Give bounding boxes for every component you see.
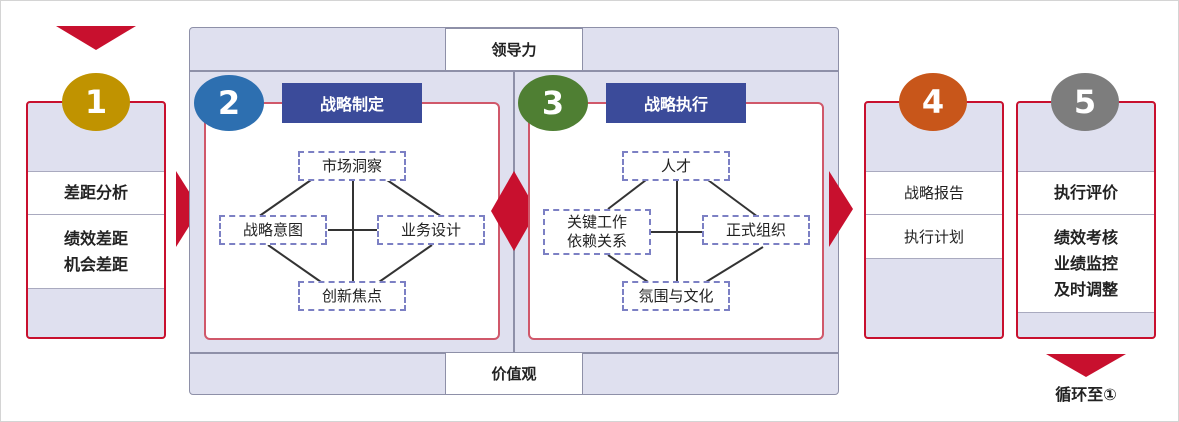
step5-item-execution-evaluation: 执行评价 bbox=[1018, 171, 1154, 215]
step2-node-innovation-focus: 创新焦点 bbox=[298, 281, 406, 311]
step3-node-climate-culture: 氛围与文化 bbox=[622, 281, 730, 311]
step4-number-badge: 4 bbox=[899, 73, 967, 131]
flow-arrow-icon bbox=[829, 171, 853, 247]
step2-number-badge: 2 bbox=[194, 75, 264, 131]
start-arrow-icon bbox=[56, 26, 136, 50]
flow-arrow-icon bbox=[176, 171, 200, 247]
center-diamond-icon bbox=[491, 171, 537, 251]
step1-item-gaps: 绩效差距 机会差距 bbox=[28, 215, 164, 289]
step5-number-badge: 5 bbox=[1051, 73, 1119, 131]
step3-node-key-tasks: 关键工作 依赖关系 bbox=[543, 209, 651, 255]
step3-connectors bbox=[607, 179, 764, 283]
step4-card: 战略报告 执行计划 bbox=[864, 101, 1004, 339]
step2-node-strategic-intent: 战略意图 bbox=[219, 215, 327, 245]
step2-node-business-design: 业务设计 bbox=[377, 215, 485, 245]
step1-number-badge: 1 bbox=[62, 73, 130, 131]
step4-item-execution-plan: 执行计划 bbox=[866, 215, 1002, 259]
step5-item-performance: 绩效考核 业绩监控 及时调整 bbox=[1018, 215, 1154, 313]
step1-item-gap-analysis: 差距分析 bbox=[28, 171, 164, 215]
step1-card: 差距分析 绩效差距 机会差距 bbox=[26, 101, 166, 339]
step4-item-strategy-report: 战略报告 bbox=[866, 171, 1002, 215]
values-label: 价值观 bbox=[445, 352, 583, 395]
step3-title: 战略执行 bbox=[606, 83, 746, 123]
step2-connectors bbox=[257, 179, 443, 283]
step2-node-market-insight: 市场洞察 bbox=[298, 151, 406, 181]
step5-card: 执行评价 绩效考核 业绩监控 及时调整 bbox=[1016, 101, 1156, 339]
step3-number-badge: 3 bbox=[518, 75, 588, 131]
step3-node-talent: 人才 bbox=[622, 151, 730, 181]
leadership-label: 领导力 bbox=[445, 28, 583, 71]
loop-label: 循环至① bbox=[1055, 385, 1117, 404]
step2-title: 战略制定 bbox=[282, 83, 422, 123]
step3-node-formal-organization: 正式组织 bbox=[702, 215, 810, 245]
loop-arrow-icon bbox=[1046, 354, 1126, 377]
